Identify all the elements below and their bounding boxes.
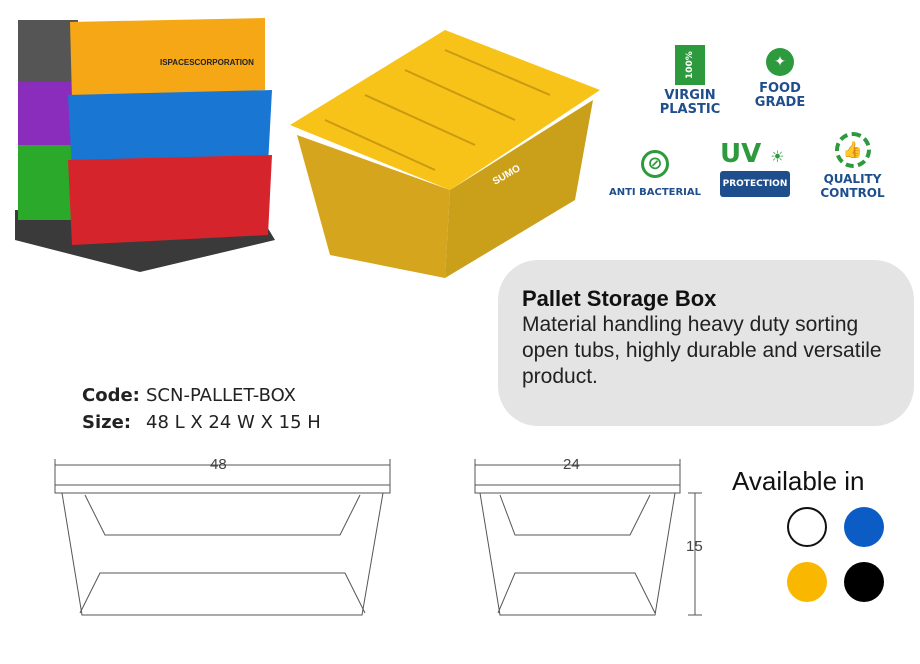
height-dimension: 15: [686, 538, 703, 555]
badge-label: QUALITY CONTROL: [820, 172, 885, 200]
badge-anti-bacterial: ⊘ ANTI BACTERIAL: [605, 150, 705, 200]
stacked-boxes-image: ISPACESCORPORATION: [15, 18, 275, 272]
code-label: Code:: [82, 385, 140, 406]
size-label: Size:: [82, 412, 132, 433]
code-value: SCN-PALLET-BOX: [146, 385, 296, 406]
cutlery-icon: ✦: [766, 48, 794, 76]
spec-size: Size: 48 L X 24 W X 15 H: [82, 412, 321, 433]
badge-virgin-plastic: 100% VIRGIN PLASTIC: [655, 45, 725, 117]
color-swatch-black: [844, 562, 884, 602]
badge-label: PROTECTION: [720, 171, 790, 197]
badge-uv-protection: UV ☀ PROTECTION: [720, 140, 790, 197]
length-dimension: 48: [210, 456, 227, 473]
badge-label: FOOD GRADE: [754, 81, 806, 110]
description-card: Pallet Storage Box Material handling hea…: [498, 260, 914, 426]
side-view-drawing: [474, 459, 702, 616]
badge-quality-control: 👍 QUALITY CONTROL: [815, 132, 890, 200]
yellow-box-image: SUMO: [290, 30, 600, 278]
spec-code: Code: SCN-PALLET-BOX: [82, 385, 296, 406]
stack-brand-label: ISPACESCORPORATION: [160, 58, 254, 67]
badge-food-grade: ✦ FOOD GRADE: [740, 48, 820, 110]
product-title: Pallet Storage Box: [522, 286, 717, 311]
size-value: 48 L X 24 W X 15 H: [146, 412, 321, 433]
badge-label: ANTI BACTERIAL: [608, 187, 702, 198]
color-swatch-yellow: [787, 562, 827, 602]
width-dimension: 24: [563, 456, 580, 473]
color-swatch-white: [787, 507, 827, 547]
sun-icon: ☀: [770, 147, 785, 166]
color-swatch-blue: [844, 507, 884, 547]
thumbs-up-gear-icon: 👍: [834, 132, 871, 168]
no-bacteria-icon: ⊘: [641, 150, 669, 178]
badge-label: VIRGIN PLASTIC: [659, 88, 721, 117]
uv-label: UV ☀: [720, 139, 785, 169]
product-description: Material handling heavy duty sorting ope…: [522, 313, 882, 388]
virgin-percent-icon: 100%: [675, 45, 705, 85]
available-in-label: Available in: [732, 466, 865, 496]
front-view-drawing: [54, 459, 391, 616]
